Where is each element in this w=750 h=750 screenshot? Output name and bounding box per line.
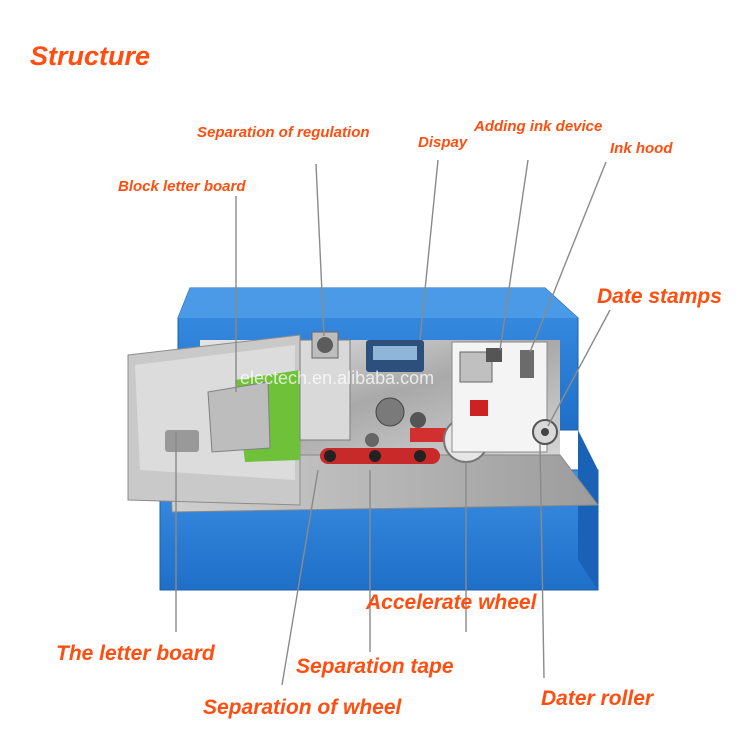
- label-accelerate-wheel: Accelerate wheel: [366, 591, 537, 614]
- label-ink-hood: Ink hood: [610, 140, 673, 157]
- label-separation-of-wheel: Separation of wheel: [203, 696, 402, 719]
- label-adding-ink-device: Adding ink device: [474, 118, 603, 135]
- label-dispay: Dispay: [418, 134, 468, 151]
- mechanism: [299, 331, 558, 464]
- label-the-letter-board: The letter board: [56, 642, 215, 665]
- label-dater-roller: Dater roller: [541, 687, 654, 710]
- label-block-letter-board: Block letter board: [118, 178, 246, 195]
- label-separation-of-regulation: Separation of regulation: [197, 124, 370, 141]
- label-date-stamps: Date stamps: [597, 285, 722, 308]
- label-separation-tape: Separation tape: [296, 655, 454, 678]
- watermark: electech.en.alibaba.com: [240, 368, 434, 388]
- leader-lines: [175, 159, 611, 686]
- letter-board-tray: [127, 334, 301, 506]
- page-title: Structure: [30, 41, 151, 71]
